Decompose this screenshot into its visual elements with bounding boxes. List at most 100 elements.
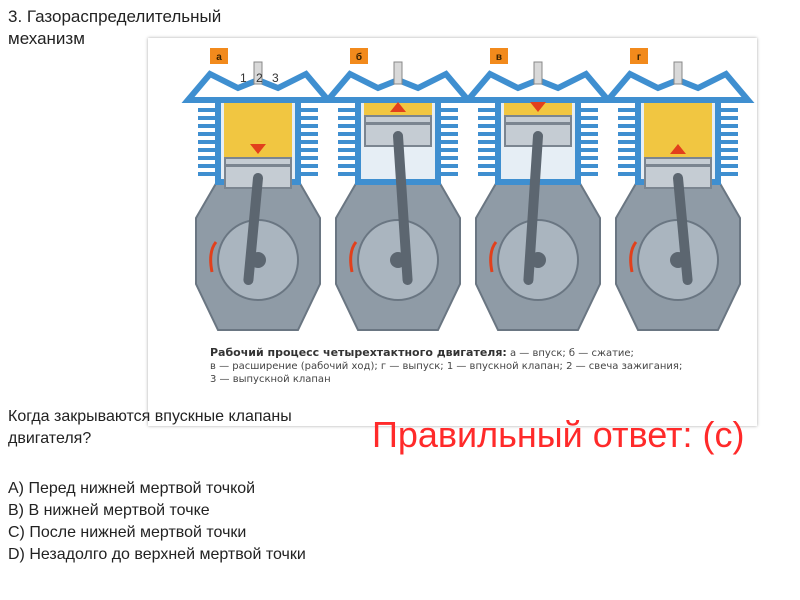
question-text: Когда закрываются впускные клапаны двига…	[8, 408, 292, 447]
cooling-fin	[296, 132, 318, 136]
cooling-fin	[478, 172, 500, 176]
cylinder-head	[321, 70, 475, 103]
cooling-fin	[478, 124, 500, 128]
cooling-fin	[478, 108, 500, 112]
cooling-fin	[338, 116, 360, 120]
cooling-fin	[436, 108, 458, 112]
cylinder-head	[461, 70, 615, 103]
part-number-1: 1	[240, 71, 247, 85]
cooling-fin	[436, 164, 458, 168]
spark-plug	[673, 61, 683, 85]
correct-answer: Правильный ответ: (с)	[372, 414, 745, 455]
caption-line-2: в — расширение (рабочий ход); г — выпуск…	[210, 361, 683, 372]
cooling-fin	[618, 172, 640, 176]
spark-plug	[533, 61, 543, 85]
cooling-fin	[338, 172, 360, 176]
panel-tag	[630, 48, 648, 64]
piston-ring	[505, 122, 571, 125]
panel-tag-label: в	[496, 52, 502, 63]
rotation-arrow	[349, 241, 358, 273]
cooling-fin	[716, 164, 738, 168]
cooling-fin	[436, 156, 458, 160]
panel-tag	[490, 48, 508, 64]
cooling-fin	[198, 132, 220, 136]
answer-option-a: A) Перед нижней мертвой точкой	[8, 480, 256, 497]
cooling-fin	[716, 172, 738, 176]
piston-direction-arrow	[530, 102, 546, 112]
cooling-fin	[436, 172, 458, 176]
cooling-fin	[296, 140, 318, 144]
cooling-fin	[576, 164, 598, 168]
panel-tag	[350, 48, 368, 64]
cooling-fin	[296, 164, 318, 168]
cooling-fin	[338, 108, 360, 112]
cooling-fin	[198, 172, 220, 176]
cooling-fin	[478, 164, 500, 168]
cooling-fin	[338, 140, 360, 144]
engine-panel-1: а	[181, 48, 335, 331]
piston-ring	[645, 164, 711, 167]
cooling-fin	[576, 124, 598, 128]
cooling-fin	[618, 108, 640, 112]
caption-title: Рабочий процесс четырехтактного двигател…	[210, 346, 507, 359]
piston-direction-arrow	[670, 144, 686, 154]
panel-tag-label: г	[637, 52, 641, 63]
cooling-fin	[338, 132, 360, 136]
panel-tag-label: а	[216, 52, 222, 63]
piston-direction-arrow	[250, 144, 266, 154]
cooling-fin	[716, 108, 738, 112]
cooling-fin	[478, 156, 500, 160]
cooling-fin	[716, 156, 738, 160]
part-number-3: 3	[272, 71, 279, 85]
cooling-fin	[198, 140, 220, 144]
cooling-fin	[618, 124, 640, 128]
cooling-fin	[436, 148, 458, 152]
cooling-fin	[436, 124, 458, 128]
piston-ring	[365, 122, 431, 125]
piston-ring	[225, 164, 291, 167]
piston-direction-arrow	[390, 102, 406, 112]
answer-option-d: D) Незадолго до верхней мертвой точки	[8, 546, 306, 563]
cooling-fin	[296, 108, 318, 112]
engine-panel-3: в	[461, 48, 615, 331]
connecting-rod	[243, 173, 263, 285]
caption-line-1: а — впуск; б — сжатие;	[510, 348, 634, 359]
cooling-fin	[198, 124, 220, 128]
cooling-fin	[296, 148, 318, 152]
cooling-fin	[436, 116, 458, 120]
slide-title: 3. Газораспределительный механизм	[8, 7, 222, 48]
rotation-arrow	[209, 241, 218, 273]
connecting-rod	[393, 131, 413, 285]
cooling-fin	[338, 164, 360, 168]
cooling-fin	[618, 140, 640, 144]
cooling-fin	[296, 172, 318, 176]
cooling-fin	[198, 148, 220, 152]
engine-panel-4: г	[601, 48, 755, 331]
figure-caption: Рабочий процесс четырехтактного двигател…	[210, 346, 750, 386]
connecting-rod	[523, 131, 543, 285]
cooling-fin	[716, 148, 738, 152]
cooling-fin	[618, 164, 640, 168]
cooling-fin	[296, 156, 318, 160]
cooling-fin	[478, 116, 500, 120]
cooling-fin	[198, 116, 220, 120]
cooling-fin	[478, 148, 500, 152]
cooling-fin	[618, 156, 640, 160]
cooling-fin	[576, 116, 598, 120]
piston	[224, 157, 292, 189]
cooling-fin	[576, 108, 598, 112]
part-number-2: 2	[256, 71, 263, 85]
cylinder-head	[601, 70, 755, 103]
cooling-fin	[296, 124, 318, 128]
cooling-fin	[478, 132, 500, 136]
cooling-fin	[198, 108, 220, 112]
panel-tag-label: б	[356, 51, 362, 63]
answer-list: A) Перед нижней мертвой точкой B) В нижн…	[8, 478, 306, 566]
cooling-fin	[436, 132, 458, 136]
answer-option-b: B) В нижней мертвой точке	[8, 502, 210, 519]
spark-plug	[253, 61, 263, 85]
cooling-fin	[296, 116, 318, 120]
cooling-fin	[716, 124, 738, 128]
